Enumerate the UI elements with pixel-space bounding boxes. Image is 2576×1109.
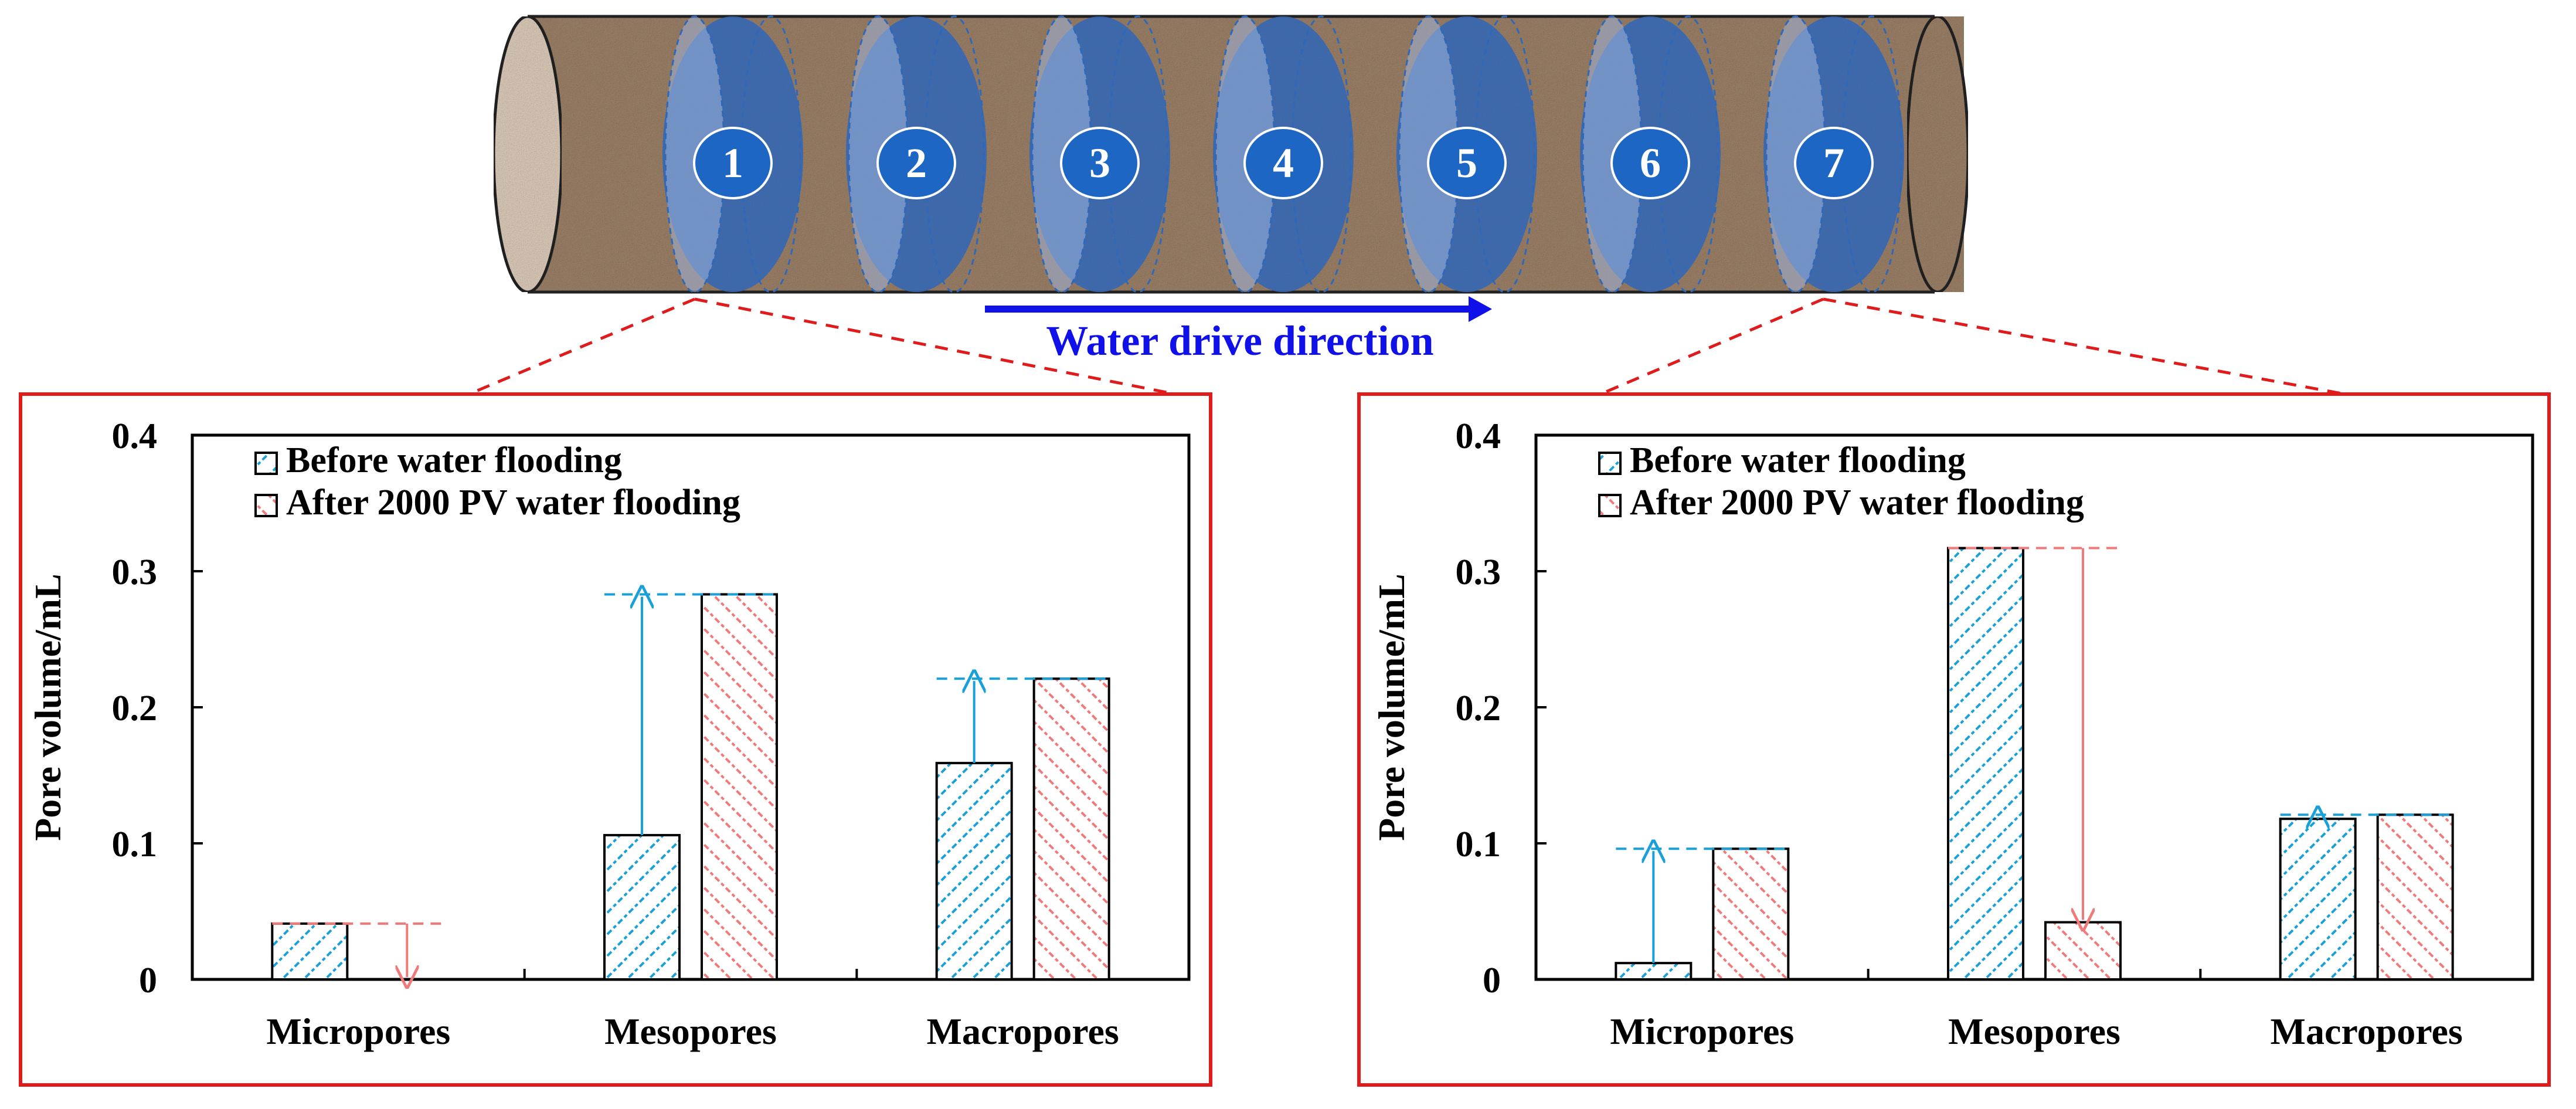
x-category-label: Micropores [266, 1010, 450, 1052]
y-tick-label: 0.2 [1456, 689, 1501, 728]
section-number-badge [1060, 127, 1140, 199]
x-category-label: Macropores [2271, 1010, 2463, 1052]
legend-swatch-after [254, 494, 278, 517]
callout-left-b [694, 297, 1176, 396]
section-number-badge [1243, 127, 1323, 199]
bar-before-water-flooding [603, 834, 681, 981]
bar-before-water-flooding [935, 762, 1013, 981]
bar-after-water-flooding [2376, 813, 2454, 981]
legend-swatch-after [1598, 494, 1622, 517]
core-section-2: 2 [846, 15, 987, 293]
core-section-1: 1 [662, 15, 803, 293]
y-tick-label: 0.3 [112, 552, 158, 592]
left-panel-frame [19, 392, 1212, 1087]
bar-after-water-flooding [1032, 677, 1110, 981]
core-section-3: 3 [1029, 15, 1170, 293]
section-number-badge [1610, 127, 1690, 199]
section-number-label: 7 [1823, 140, 1844, 186]
section-number-label: 4 [1273, 140, 1294, 186]
bar-before-water-flooding [2279, 818, 2357, 981]
bar-after-water-flooding [1712, 847, 1790, 981]
callout-right-b [1823, 297, 2346, 396]
x-category-label: Mesopores [1948, 1010, 2120, 1052]
legend-label: Before water flooding [286, 440, 622, 480]
y-tick-label: 0.2 [112, 689, 158, 728]
legend-swatch-before [1598, 452, 1622, 475]
section-number-badge [876, 127, 956, 199]
y-tick-label: 0.4 [112, 416, 158, 456]
y-tick-label: 0 [1483, 961, 1501, 1001]
y-tick-label: 0.3 [1456, 552, 1501, 592]
bar-before-water-flooding [271, 922, 349, 981]
y-tick-label: 0.1 [1456, 825, 1501, 864]
callout-right-a [1600, 297, 1824, 396]
right-panel-frame [1357, 392, 2551, 1087]
core-section-6: 6 [1580, 15, 1721, 293]
section-number-badge [1427, 127, 1507, 199]
y-axis-label: Pore volume/mL [27, 574, 69, 841]
bar-after-water-flooding [701, 593, 778, 981]
section-number-label: 2 [906, 140, 927, 186]
section-number-badge [693, 127, 773, 199]
x-category-label: Micropores [1610, 1010, 1794, 1052]
core-left-face [492, 15, 563, 294]
core-section-5: 5 [1396, 15, 1537, 293]
callout-lines [468, 297, 2346, 396]
section-number-badge [1794, 127, 1874, 199]
core-section-7: 7 [1763, 15, 1904, 293]
section-number-label: 6 [1640, 140, 1661, 186]
flow-direction-arrow [985, 296, 1492, 322]
section-number-label: 1 [722, 140, 743, 186]
core-sample-illustration: 1 2 3 4 5 6 7 Water drive direction [492, 15, 1970, 364]
bar-before-water-flooding [1615, 962, 1693, 981]
y-tick-label: 0.1 [112, 825, 158, 864]
y-tick-label: 0.4 [1456, 416, 1501, 456]
legend-swatch-before [254, 452, 278, 475]
section-number-label: 5 [1456, 140, 1477, 186]
legend-label: After 2000 PV water flooding [1630, 483, 2084, 523]
x-category-label: Macropores [927, 1010, 1119, 1052]
y-axis-label: Pore volume/mL [1371, 574, 1412, 841]
legend-label: Before water flooding [1630, 440, 1966, 480]
bar-after-water-flooding [2044, 921, 2122, 981]
bar-before-water-flooding [1947, 547, 2024, 981]
x-category-label: Mesopores [604, 1010, 777, 1052]
core-right-end [1905, 15, 1970, 294]
y-tick-label: 0 [139, 961, 157, 1001]
legend-label: After 2000 PV water flooding [286, 483, 740, 523]
section-number-label: 3 [1089, 140, 1110, 186]
core-section-4: 4 [1213, 15, 1354, 293]
water-drive-direction-label: Water drive direction [1046, 317, 1433, 364]
callout-left-a [468, 297, 695, 396]
